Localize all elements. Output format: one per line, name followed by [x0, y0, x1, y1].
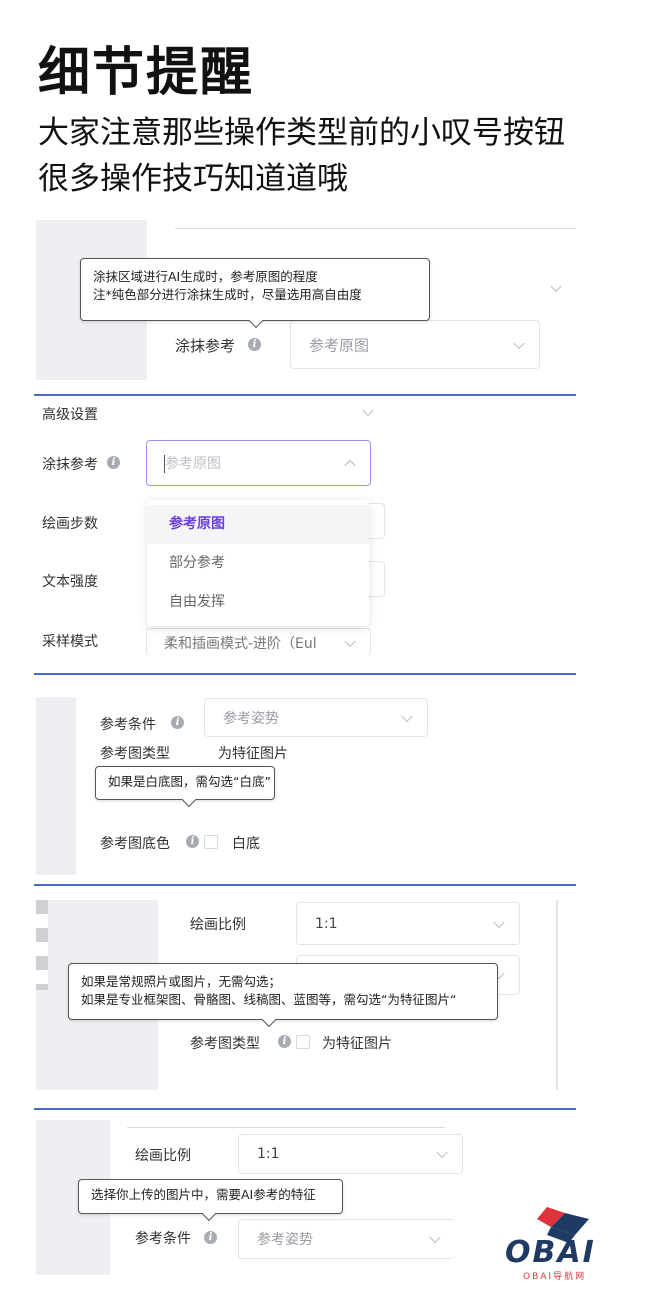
- section-divider: [34, 673, 576, 675]
- chevron-down-icon: [344, 635, 356, 647]
- tooltip-arrow: [248, 313, 264, 329]
- section-divider: [34, 884, 576, 886]
- chevron-down-icon: [513, 337, 525, 349]
- tooltip: 选择你上传的图片中，需要AI参考的特征: [78, 1179, 343, 1222]
- obai-logo: OBAI OBAI导航网: [505, 1205, 625, 1285]
- side-panel: [36, 697, 76, 875]
- reference-condition-label: 参考条件: [135, 1231, 191, 1247]
- logo-subtext: OBAI导航网: [523, 1272, 587, 1282]
- tooltip-arrow: [261, 1012, 277, 1028]
- tooltip: 涂抹区域进行AI生成时，参考原图的程度 注*纯色部分进行涂抹生成时，尽量选用高自…: [80, 258, 430, 329]
- select-value: 柔和插画模式-进阶（Eul: [164, 635, 317, 652]
- dropdown-option-partial-reference[interactable]: 部分参考: [169, 555, 225, 571]
- reference-condition-select[interactable]: 参考姿势: [238, 1219, 455, 1259]
- select-value: 参考姿势: [223, 710, 279, 727]
- reference-condition-select[interactable]: 参考姿势: [204, 698, 428, 737]
- advanced-settings-header[interactable]: 高级设置: [42, 407, 98, 423]
- smear-reference-select[interactable]: 参考原图: [146, 440, 371, 486]
- info-icon[interactable]: i: [278, 1035, 291, 1048]
- subtitle-line-1: 大家注意那些操作类型前的小叹号按钮: [38, 115, 565, 151]
- draw-ratio-label: 绘画比例: [190, 917, 246, 933]
- cube-icon: [537, 1207, 589, 1243]
- tooltip-text: 如果是白底图，需勾选“白底”: [108, 774, 271, 789]
- sampling-mode-select[interactable]: 柔和插画模式-进阶（Eul: [146, 628, 371, 656]
- tooltip: 如果是常规照片或图片，无需勾选； 如果是专业框架图、骨骼图、线稿图、蓝图等，需勾…: [68, 963, 498, 1028]
- subtitle-line-2: 很多操作技巧知道道哦: [38, 161, 348, 197]
- info-icon[interactable]: i: [248, 338, 261, 351]
- tooltip-text: 选择你上传的图片中，需要AI参考的特征: [91, 1187, 316, 1202]
- text-cursor: [164, 455, 165, 473]
- chevron-down-icon: [493, 916, 505, 928]
- section-divider: [34, 1108, 576, 1110]
- chevron-down-icon: [401, 710, 413, 722]
- dropdown-option-reference-original[interactable]: 参考原图: [147, 505, 369, 544]
- select-value: 参考姿势: [257, 1232, 313, 1248]
- chevron-down-icon: [429, 1231, 441, 1244]
- info-icon[interactable]: i: [107, 456, 120, 469]
- smear-reference-label: 涂抹参考: [42, 457, 98, 473]
- logo-text: OBAI: [505, 1235, 596, 1270]
- tooltip-line: 如果是专业框架图、骨骼图、线稿图、蓝图等，需勾选“为特征图片“: [81, 992, 457, 1007]
- feature-image-checkbox[interactable]: [296, 1035, 310, 1049]
- tooltip-line: 涂抹区域进行AI生成时，参考原图的程度: [93, 269, 318, 284]
- select-value: 1:1: [315, 915, 338, 932]
- tooltip-arrow: [201, 1206, 217, 1222]
- tooltip-arrow: [181, 792, 197, 808]
- select-value: 1:1: [257, 1146, 280, 1162]
- reference-type-label: 参考图类型: [190, 1036, 260, 1052]
- steps-label: 绘画步数: [42, 516, 98, 532]
- info-icon[interactable]: i: [204, 1231, 217, 1244]
- feature-image-option: 为特征图片: [218, 746, 288, 762]
- scrollbar[interactable]: [556, 900, 558, 1090]
- smear-reference-select[interactable]: 参考原图: [290, 320, 540, 369]
- chevron-down-icon[interactable]: [362, 404, 374, 417]
- page-title: 细节提醒: [38, 43, 255, 103]
- draw-ratio-select[interactable]: 1:1: [238, 1134, 463, 1174]
- white-bg-checkbox[interactable]: [204, 835, 218, 849]
- text-strength-label: 文本强度: [42, 574, 98, 590]
- info-icon[interactable]: i: [171, 716, 184, 729]
- chevron-up-icon: [344, 459, 356, 472]
- divider-line: [175, 228, 576, 229]
- chevron-down-icon[interactable]: [550, 280, 562, 293]
- draw-ratio-select[interactable]: 1:1: [296, 902, 520, 945]
- reference-type-label: 参考图类型: [100, 746, 170, 762]
- checker-pattern: [36, 900, 48, 990]
- white-bg-option: 白底: [232, 836, 260, 852]
- dropdown-menu: 参考原图 部分参考 自由发挥: [147, 500, 369, 626]
- dropdown-option-free[interactable]: 自由发挥: [169, 594, 225, 610]
- tooltip: 如果是白底图，需勾选“白底”: [95, 766, 275, 808]
- divider-line: [127, 1127, 445, 1128]
- select-placeholder: 参考原图: [165, 456, 221, 472]
- tooltip-line: 如果是常规照片或图片，无需勾选；: [81, 974, 282, 989]
- reference-condition-label: 参考条件: [100, 717, 156, 733]
- info-icon[interactable]: i: [186, 835, 199, 848]
- tooltip-line: 注*纯色部分进行涂抹生成时，尽量选用高自由度: [93, 287, 362, 302]
- section-divider: [34, 394, 576, 396]
- draw-ratio-label: 绘画比例: [135, 1148, 191, 1164]
- reference-bg-label: 参考图底色: [100, 836, 170, 852]
- smear-reference-label: 涂抹参考: [175, 337, 236, 355]
- sampling-mode-label: 采样模式: [42, 634, 98, 650]
- select-value: 参考原图: [309, 336, 370, 354]
- chevron-down-icon: [436, 1146, 448, 1159]
- feature-image-option: 为特征图片: [322, 1036, 392, 1052]
